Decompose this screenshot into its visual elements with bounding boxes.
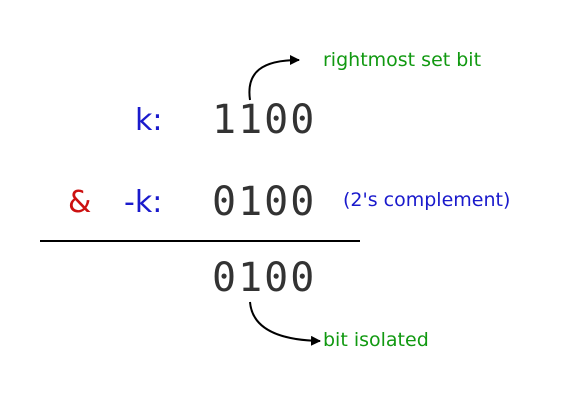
and-operator: & bbox=[68, 185, 92, 220]
rightmost-set-bit-label: rightmost set bit bbox=[323, 49, 482, 71]
k-label: k: bbox=[135, 103, 163, 138]
bottom-arrow bbox=[249, 301, 321, 346]
sum-line bbox=[40, 240, 360, 242]
k-bits: 1100 bbox=[212, 97, 317, 143]
twos-complement-note: (2's complement) bbox=[343, 189, 511, 211]
top-arrow bbox=[248, 55, 300, 101]
neg-k-bits: 0100 bbox=[212, 179, 317, 225]
bit-isolated-label: bit isolated bbox=[323, 329, 429, 351]
result-bits: 0100 bbox=[212, 255, 317, 301]
neg-k-label: -k: bbox=[124, 185, 163, 220]
